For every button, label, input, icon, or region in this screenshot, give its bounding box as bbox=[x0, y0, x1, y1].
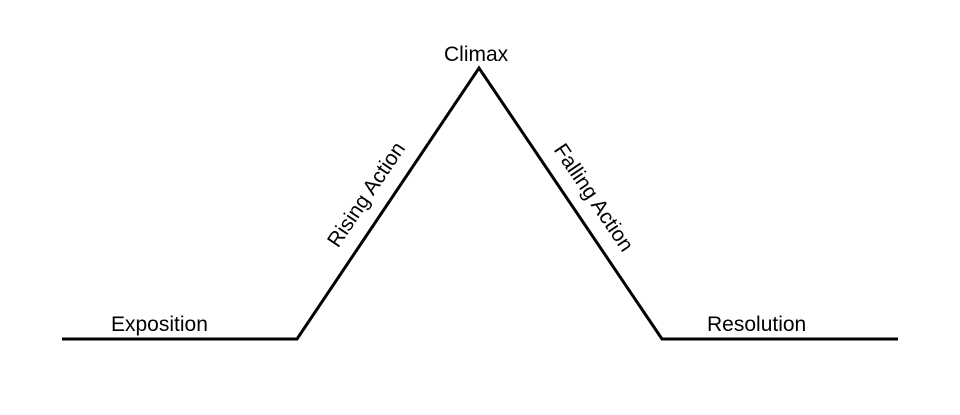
climax-label: Climax bbox=[444, 43, 509, 66]
plot-line bbox=[62, 65, 898, 341]
exposition-label: Exposition bbox=[111, 313, 208, 336]
resolution-label: Resolution bbox=[707, 313, 807, 336]
